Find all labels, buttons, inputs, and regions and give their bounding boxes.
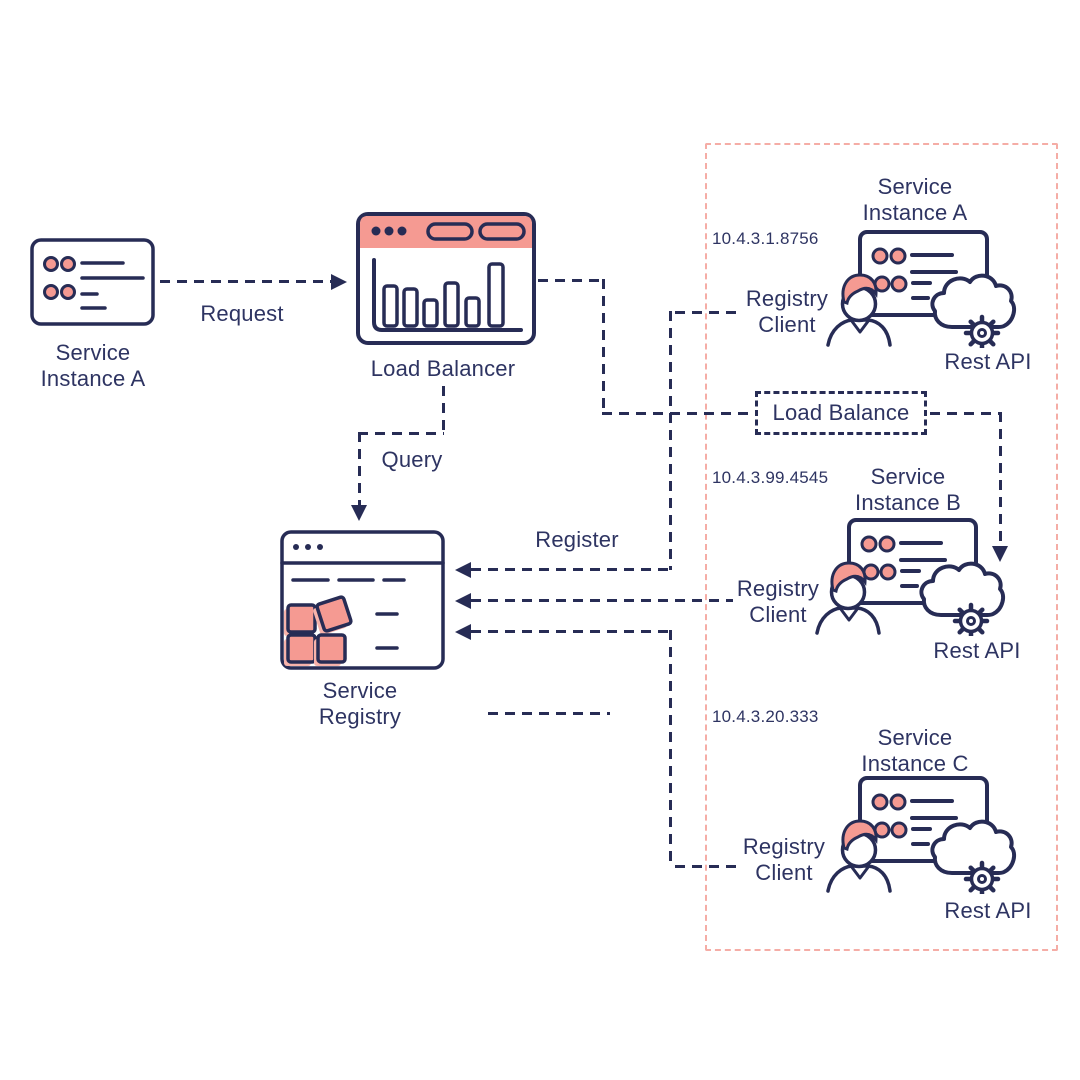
lb-to-panel-line-h1 xyxy=(538,279,603,282)
register-label: Register xyxy=(535,527,619,552)
instance-a-card-person-cloud-icon xyxy=(818,228,1033,348)
query-line-v2 xyxy=(358,432,361,505)
service-registry-label: Service Registry xyxy=(280,678,440,730)
service-registry-label-line1: Service xyxy=(322,678,398,703)
instance-a-title-line2: Instance A xyxy=(862,200,968,225)
instance-c-title-line1: Service xyxy=(877,725,953,750)
instance-b-card-person-cloud-icon xyxy=(807,516,1022,636)
load-balancer-node xyxy=(356,212,536,345)
instance-c-client-line2: Client xyxy=(755,860,813,885)
instance-b-client-line2: Client xyxy=(749,602,807,627)
client-instance-label-line1: Service xyxy=(55,340,131,365)
register-line-3-v xyxy=(669,630,672,868)
load-balance-label: Load Balance xyxy=(772,400,910,425)
instance-c-icon xyxy=(818,774,1033,894)
client-instance-icon xyxy=(30,238,155,326)
register-arrowhead-1 xyxy=(455,562,471,578)
instance-b-title-line1: Service xyxy=(870,464,946,489)
instance-b-ip: 10.4.3.99.4545 xyxy=(712,468,829,487)
instance-b-icon xyxy=(807,516,1022,636)
query-label: Query xyxy=(381,447,443,472)
instance-a-client-line2: Client xyxy=(758,312,816,337)
lb-to-panel-line-h2 xyxy=(602,412,755,415)
instance-a-registry-client-label: Registry Client xyxy=(735,286,839,338)
load-balance-out-h xyxy=(930,412,1000,415)
instance-a-client-line1: Registry xyxy=(745,286,829,311)
load-balance-out-v xyxy=(999,412,1002,546)
load-balance-arrowhead xyxy=(992,546,1008,562)
instance-b-rest-api-label: Rest API xyxy=(933,638,1021,663)
register-line-1-h xyxy=(471,568,672,571)
instance-c-title-line2: Instance C xyxy=(861,751,969,776)
register-arrowhead-2 xyxy=(455,593,471,609)
instance-c-title: Service Instance C xyxy=(835,725,995,777)
client-instance-node xyxy=(30,238,155,326)
request-arrow-line xyxy=(160,280,331,283)
instance-c-card-person-cloud-icon xyxy=(818,774,1033,894)
instance-a-title-line1: Service xyxy=(877,174,953,199)
instance-a-rest-api-label: Rest API xyxy=(944,349,1032,374)
register-line-2-h xyxy=(471,599,733,602)
instance-b-title-line2: Instance B xyxy=(855,490,961,515)
instance-c-client-line1: Registry xyxy=(742,834,826,859)
instance-b-client-line1: Registry xyxy=(736,576,820,601)
stray-dash-segment xyxy=(488,712,610,715)
client-instance-label-line2: Instance A xyxy=(40,366,146,391)
load-balance-box: Load Balance xyxy=(755,391,927,435)
request-label: Request xyxy=(200,301,284,326)
instance-c-ip: 10.4.3.20.333 xyxy=(712,707,819,726)
service-registry-label-line2: Registry xyxy=(318,704,402,729)
client-instance-label: Service Instance A xyxy=(23,340,163,392)
register-line-1-stub xyxy=(675,311,742,314)
instance-a-ip: 10.4.3.1.8756 xyxy=(712,229,819,248)
register-line-3-stub xyxy=(675,865,738,868)
instance-c-registry-client-label: Registry Client xyxy=(732,834,836,886)
register-arrowhead-3 xyxy=(455,624,471,640)
service-registry-node xyxy=(280,530,445,670)
lb-to-panel-line-v xyxy=(602,279,605,415)
register-line-1-v xyxy=(669,311,672,570)
register-line-3-h xyxy=(471,630,672,633)
instances-panel xyxy=(705,143,1058,951)
query-line-v1 xyxy=(442,386,445,434)
instance-b-registry-client-label: Registry Client xyxy=(726,576,830,628)
instance-a-title: Service Instance A xyxy=(835,174,995,226)
instance-b-title: Service Instance B xyxy=(828,464,988,516)
service-registry-icon xyxy=(280,530,445,670)
load-balancer-icon xyxy=(356,212,536,345)
query-arrowhead xyxy=(351,505,367,521)
load-balancer-label: Load Balancer xyxy=(370,356,516,381)
instance-a-icon xyxy=(818,228,1033,348)
instance-c-rest-api-label: Rest API xyxy=(944,898,1032,923)
request-arrowhead xyxy=(331,274,347,290)
query-line-h xyxy=(358,432,444,435)
